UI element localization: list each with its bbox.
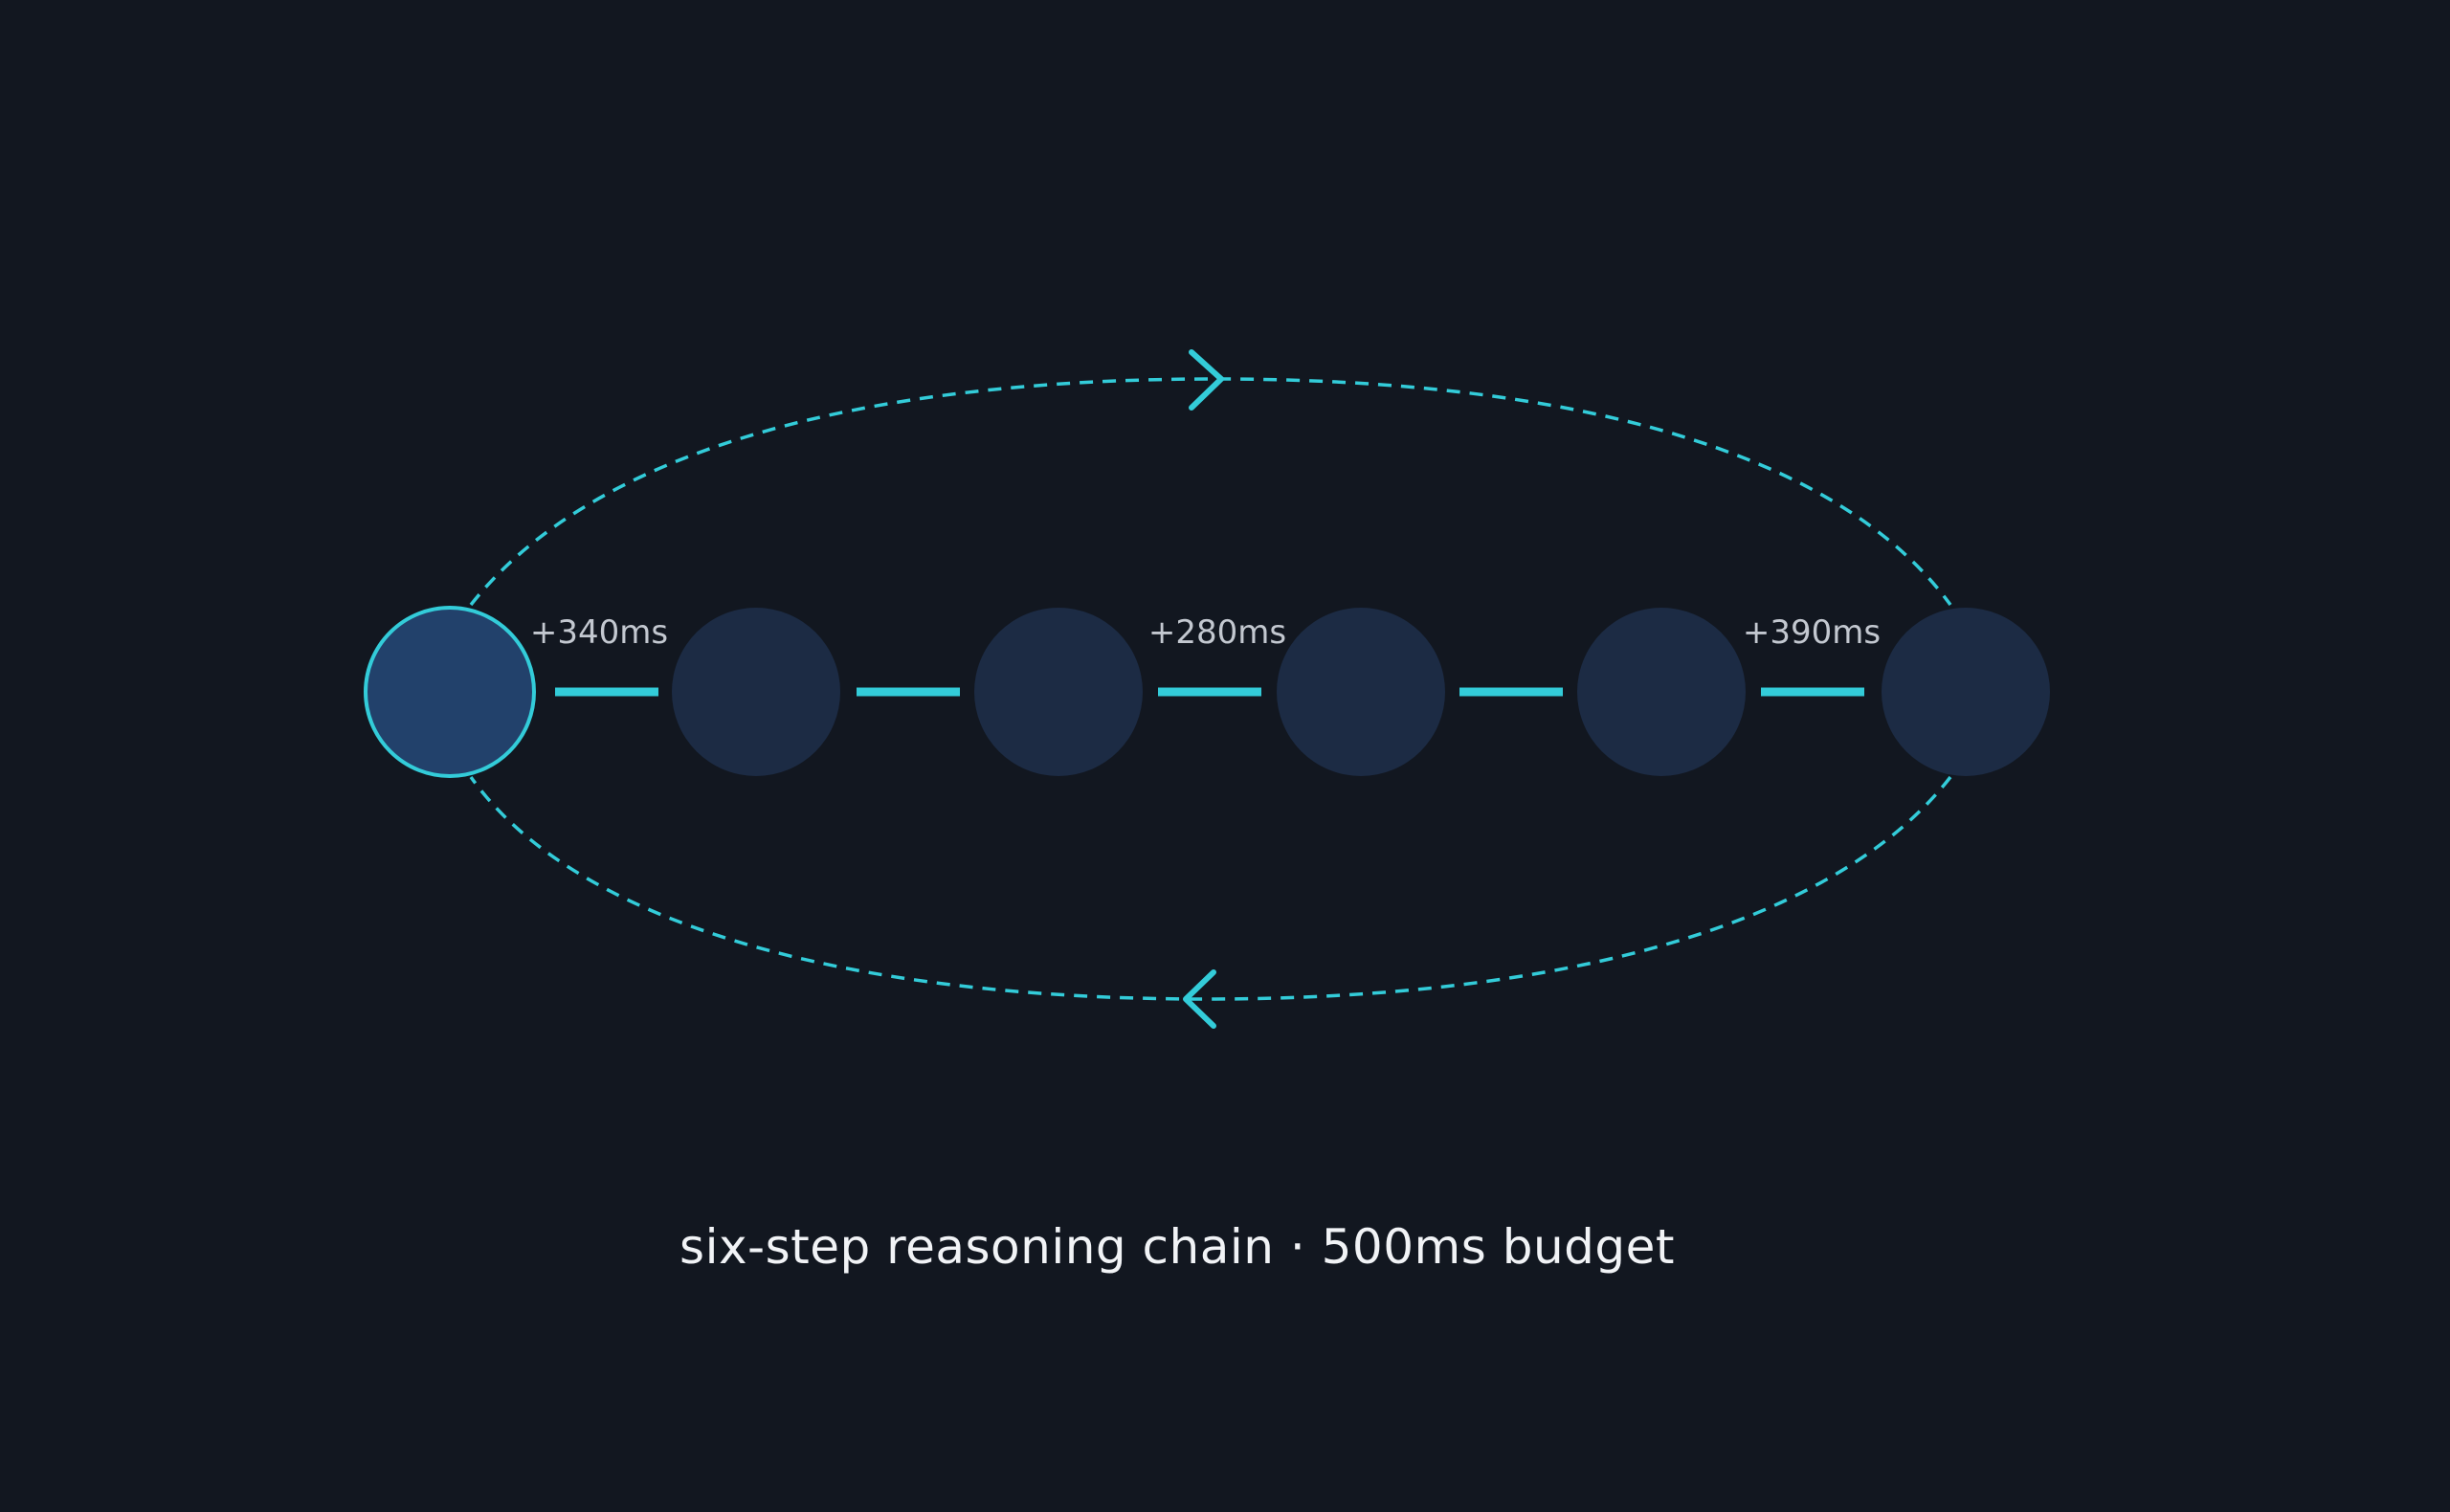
bottom-arrow-left-icon xyxy=(1183,969,1216,1029)
top-arrow-right-icon xyxy=(1189,349,1224,411)
diagram-caption: six-step reasoning chain · 500ms budget xyxy=(0,1219,2450,1275)
bottom-loop-arc xyxy=(469,775,1952,1001)
latency-label-1: +340ms xyxy=(530,613,668,652)
step-node-4 xyxy=(1277,608,1445,776)
step-node-5 xyxy=(1577,608,1746,776)
step-node-1 xyxy=(364,606,536,778)
caption-text: six-step reasoning chain · 500ms budget xyxy=(679,1219,1675,1275)
step-node-6 xyxy=(1882,608,2050,776)
top-loop-arc xyxy=(469,377,1952,607)
step-node-2 xyxy=(672,608,840,776)
latency-label-5: +390ms xyxy=(1743,613,1881,652)
step-node-3 xyxy=(974,608,1143,776)
latency-label-3: +280ms xyxy=(1148,613,1286,652)
